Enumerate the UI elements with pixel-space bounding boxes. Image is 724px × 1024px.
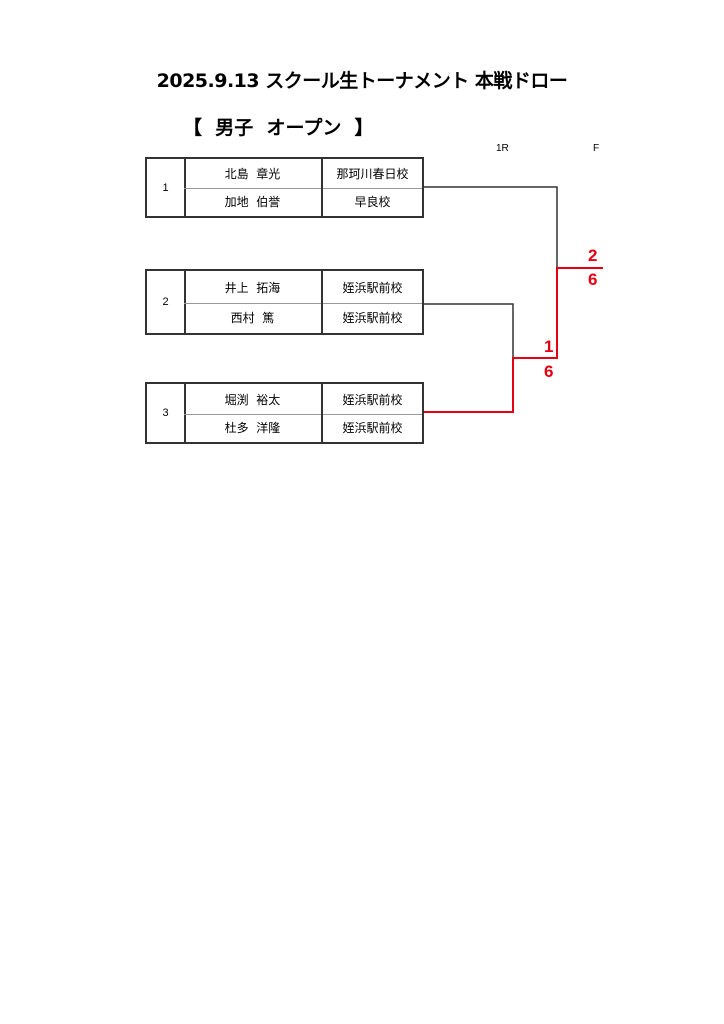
bracket-line-slot3-winner <box>424 267 603 413</box>
final-score-top: 2 <box>588 246 598 265</box>
final-score-bottom: 6 <box>588 270 598 289</box>
draw-slot-3: 3 堀渕 裕太 姪浜駅前校 杜多 洋隆 姪浜駅前校 <box>145 382 424 444</box>
round-label-final: F <box>593 143 600 154</box>
player-school: 姪浜駅前校 <box>342 421 403 435</box>
player-name: 西村 篤 <box>184 302 323 333</box>
player-school: 早良校 <box>354 195 391 209</box>
player-name: 杜多 洋隆 <box>184 413 323 442</box>
player-school: 姪浜駅前校 <box>342 392 403 407</box>
player-name: 北島 章光 <box>184 159 323 188</box>
draw-slot-2: 2 井上 拓海 姪浜駅前校 西村 篤 姪浜駅前校 <box>145 269 424 335</box>
seed-number: 3 <box>147 384 186 442</box>
round1-score-top: 1 <box>544 337 554 356</box>
player-name: 井上 拓海 <box>184 271 323 303</box>
player-school: 那珂川春日校 <box>336 167 409 181</box>
player-school: 姪浜駅前校 <box>342 311 403 325</box>
player-school: 姪浜駅前校 <box>342 280 403 295</box>
seed-number: 2 <box>147 271 186 333</box>
draw-category: 【 男子 オープン 】 <box>183 117 374 139</box>
seed-number: 1 <box>147 159 186 216</box>
bracket-line-slot2 <box>424 303 514 358</box>
player-name: 加地 伯誉 <box>184 187 323 216</box>
round1-score-bottom: 6 <box>544 362 554 381</box>
player-name: 堀渕 裕太 <box>184 384 323 414</box>
page-title: 2025.9.13 スクール生トーナメント 本戦ドロー <box>156 70 568 92</box>
bracket-line-slot1 <box>424 186 558 268</box>
round-label-1r: 1R <box>496 143 509 154</box>
draw-slot-1: 1 北島 章光 那珂川春日校 加地 伯誉 早良校 <box>145 157 424 218</box>
